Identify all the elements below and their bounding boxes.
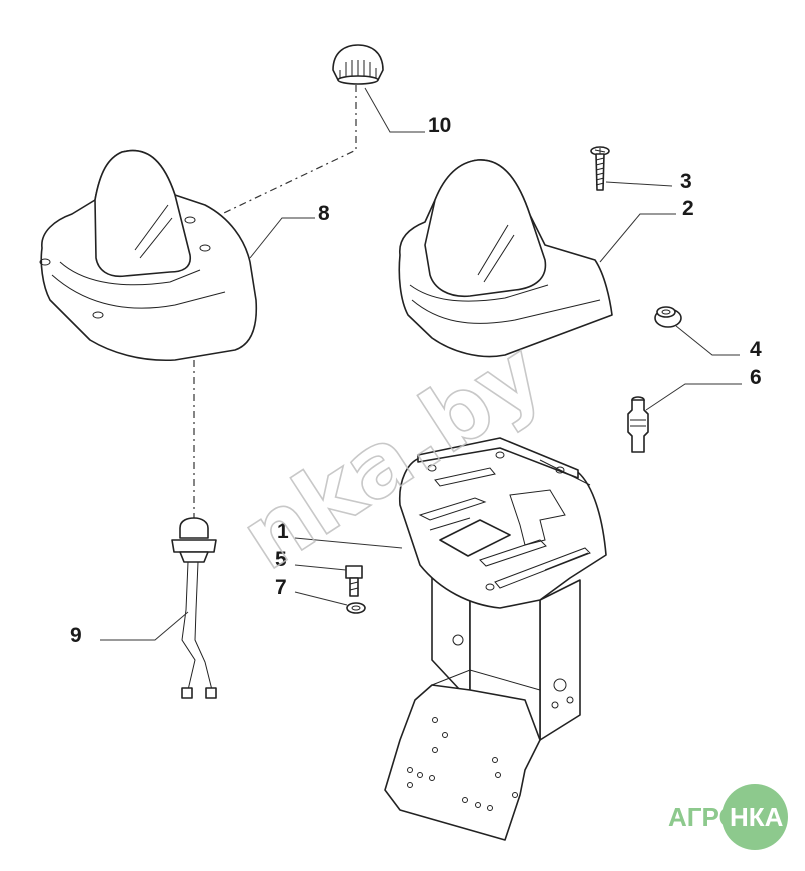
logo-circle-icon: [722, 784, 788, 850]
leader-lines: [100, 87, 742, 641]
callout-1: 1: [277, 520, 289, 543]
assembly-line-knob: [204, 85, 357, 223]
cover-part-2: [398, 159, 613, 358]
screw-part-3: [590, 146, 610, 191]
callout-5: 5: [275, 548, 287, 571]
callout-8: 8: [318, 202, 330, 225]
washer-part-7: [346, 602, 366, 614]
callout-6: 6: [750, 366, 762, 389]
cover-part-8: [39, 149, 258, 362]
callout-9: 9: [70, 624, 82, 647]
callout-3: 3: [680, 170, 692, 193]
callout-10: 10: [428, 114, 451, 137]
bracket-part-1: [384, 437, 607, 841]
grommet-part-4: [654, 306, 682, 328]
spacer-part-6: [627, 396, 649, 453]
knob-part-10: [332, 44, 384, 85]
callout-2: 2: [682, 197, 694, 220]
lamp-harness-part-9: [171, 517, 217, 699]
logo-text-right: НКА: [730, 802, 784, 832]
callout-7: 7: [275, 576, 287, 599]
agro-logo: АГРО НКА: [668, 784, 788, 850]
bolt-part-5: [345, 565, 363, 597]
callout-4: 4: [750, 338, 762, 361]
